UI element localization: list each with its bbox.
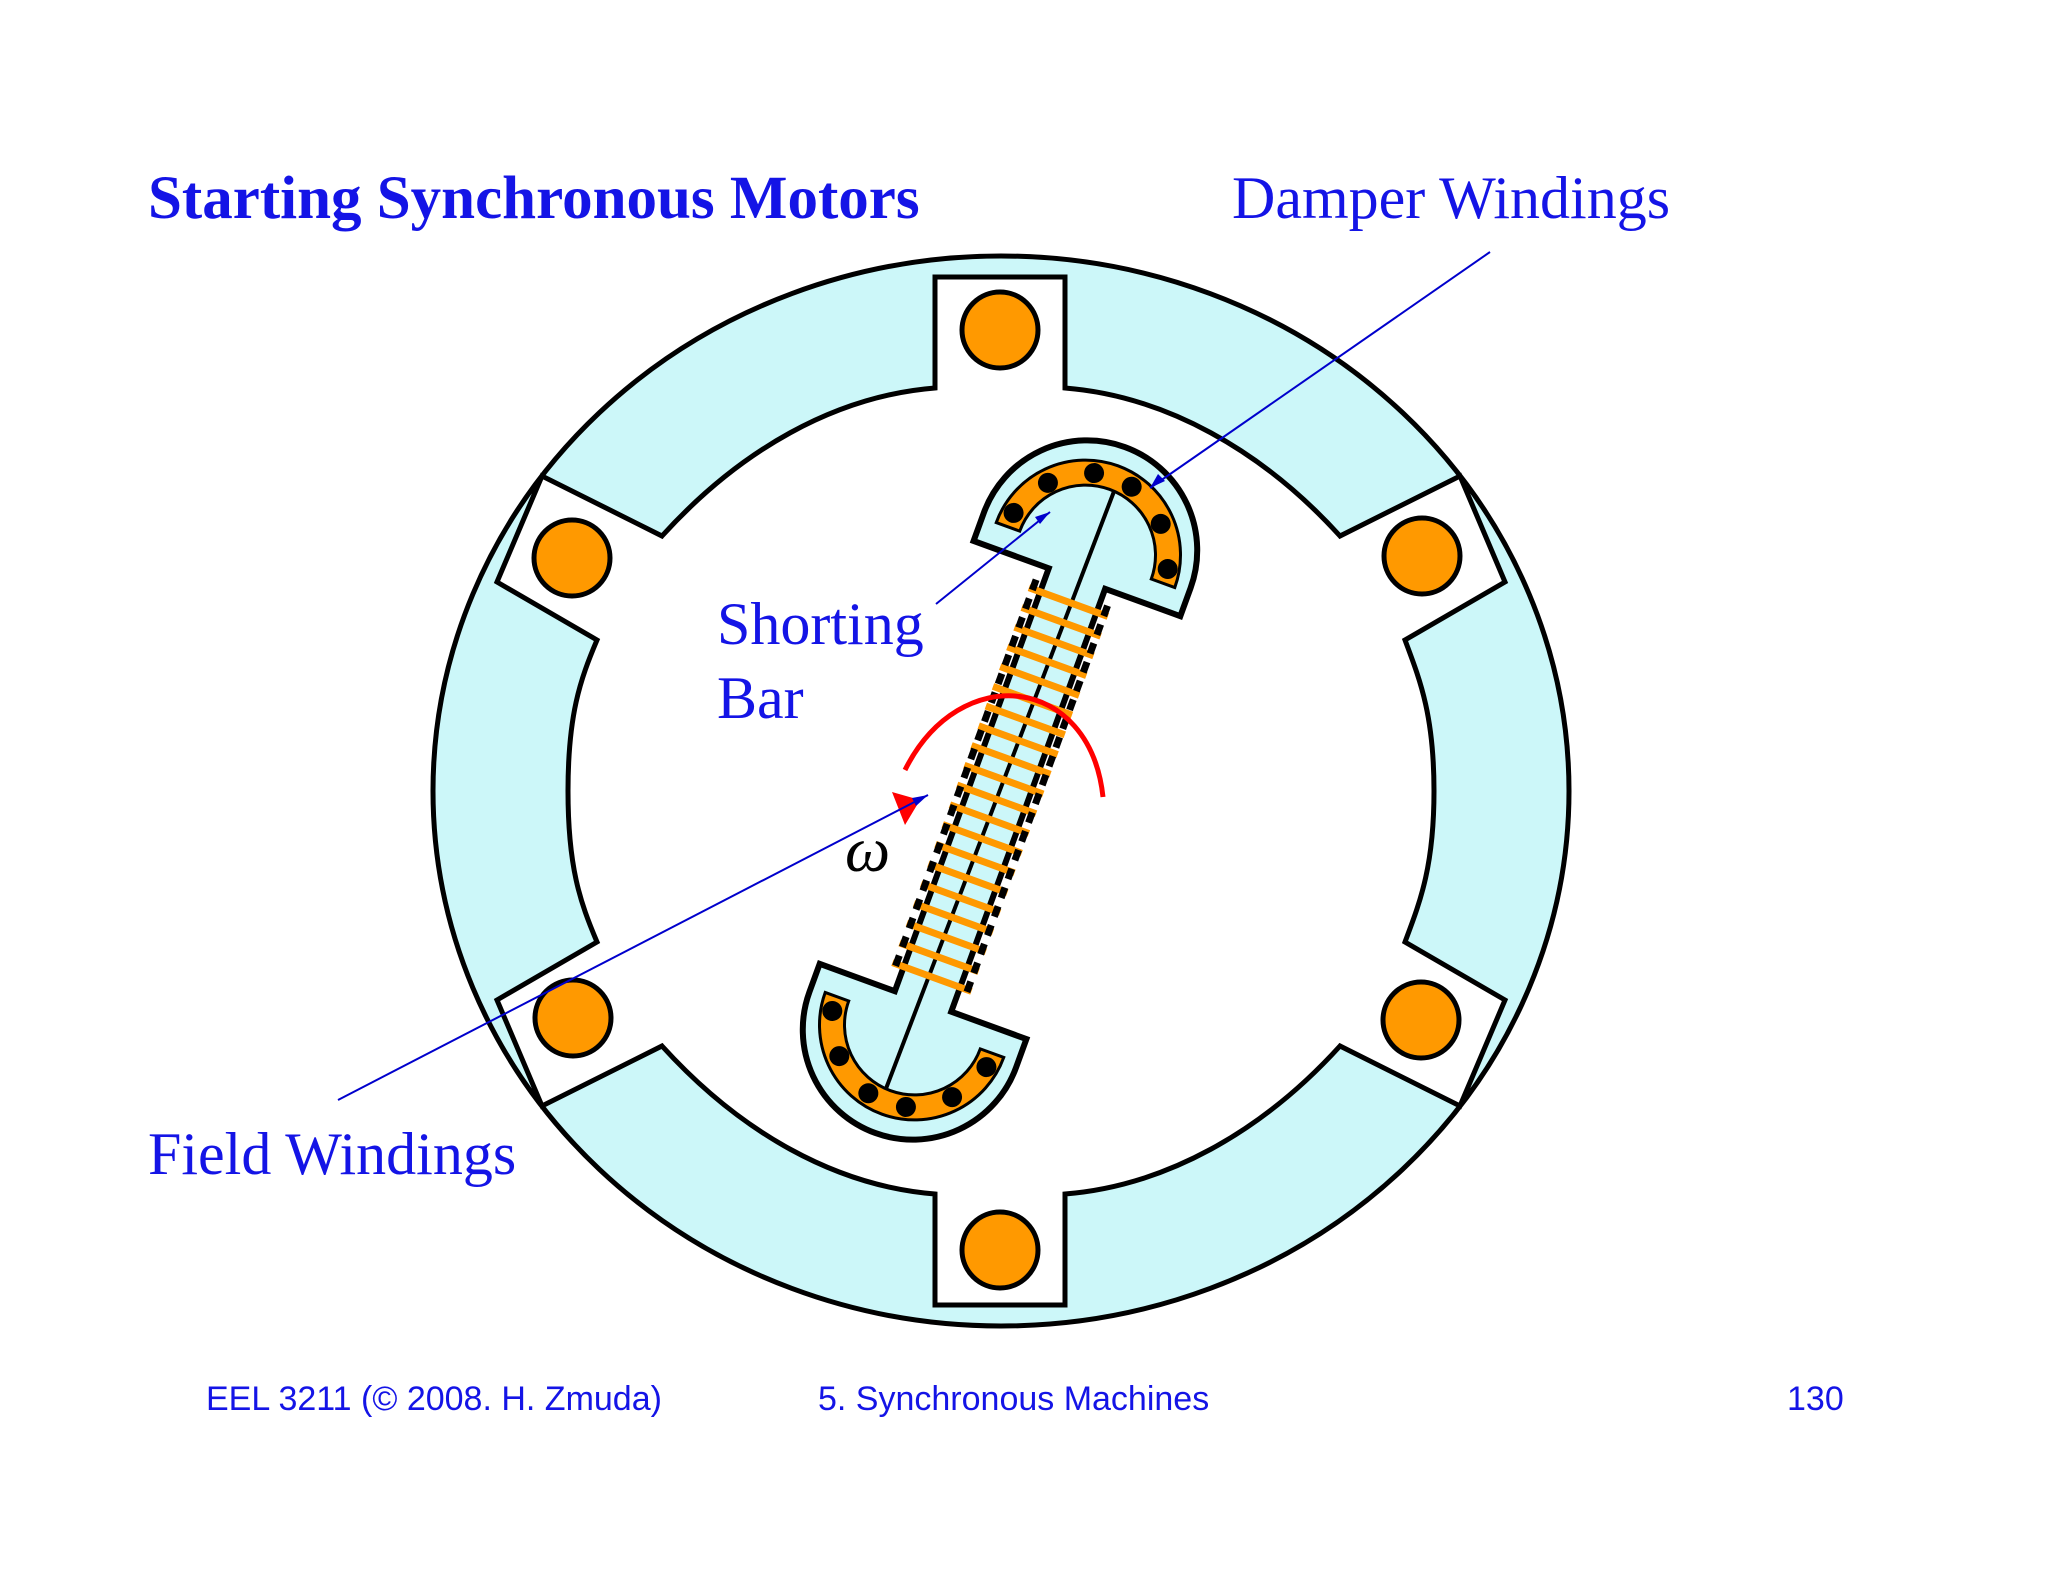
damper-bar xyxy=(1150,513,1171,534)
field-winding-turn xyxy=(1013,623,1095,660)
field-winding-turn xyxy=(905,919,987,956)
field-winding-turn xyxy=(1020,604,1102,640)
footer-page-number: 130 xyxy=(1787,1380,1844,1418)
shorting-bar-label-line1: Shorting xyxy=(717,591,924,657)
stator-conductor-bottom xyxy=(959,1209,1041,1291)
damper-bar xyxy=(1121,476,1142,497)
field-winding-turn xyxy=(1027,584,1110,620)
stator-conductors xyxy=(531,289,1463,1291)
stator-conductor-lower-left xyxy=(532,977,614,1059)
stator-ring xyxy=(430,253,1572,1329)
field-winding-turn xyxy=(898,939,980,975)
shorting-bar-leader xyxy=(935,511,1051,605)
field-winding-turn xyxy=(977,722,1059,758)
damper-bar xyxy=(1003,502,1024,523)
damper-bar xyxy=(976,1057,997,1078)
rotor xyxy=(799,437,1201,1143)
shorting-bar-leader-arrowhead xyxy=(1035,512,1050,524)
damper-bar xyxy=(1084,463,1105,484)
field-winding-turn xyxy=(963,762,1045,798)
field-winding-turn xyxy=(941,821,1023,857)
damper-windings-label: Damper Windings xyxy=(1232,165,1671,231)
rotation-arrow xyxy=(902,693,1106,798)
shorting-bar-line xyxy=(883,490,1117,1090)
field-winding-turn xyxy=(948,801,1031,837)
field-winding-turn xyxy=(891,959,973,995)
damper-bar xyxy=(858,1083,879,1104)
field-winding-edge-right xyxy=(960,604,1111,1002)
damper-bar xyxy=(1157,559,1178,580)
footer-chapter: 5. Synchronous Machines xyxy=(818,1380,1210,1418)
field-winding-edge-left xyxy=(889,578,1040,976)
field-windings-label: Field Windings xyxy=(148,1121,517,1187)
stator-conductor-top xyxy=(959,289,1041,371)
damper-bar xyxy=(942,1087,963,1108)
footer-course: EEL 3211 (© 2008. H. Zmuda) xyxy=(206,1380,662,1418)
damper-windings-leader xyxy=(1149,251,1491,489)
angular-velocity-symbol: ω xyxy=(845,814,891,885)
field-windings-leader-arrowhead xyxy=(912,795,928,806)
damper-bar xyxy=(822,1000,843,1021)
field-winding-turn xyxy=(955,781,1038,818)
field-winding-turn xyxy=(999,663,1081,699)
damper-bars xyxy=(822,463,1178,1117)
damper-windings-leader-arrowhead xyxy=(1150,474,1165,488)
damper-bar xyxy=(1037,472,1058,493)
field-winding-turn xyxy=(927,860,1009,896)
field-winding-turn xyxy=(920,880,1002,916)
field-winding-turn xyxy=(970,742,1052,778)
rotation-arrowhead xyxy=(892,792,920,825)
slide-title: Starting Synchronous Motors xyxy=(148,165,920,232)
stator-conductor-lower-right xyxy=(1380,979,1462,1061)
shorting-bar-label-line2: Bar xyxy=(717,665,804,731)
damper-bar xyxy=(829,1046,850,1067)
field-winding-turn xyxy=(1006,643,1088,679)
field-windings-leader xyxy=(337,794,929,1101)
field-winding-turn xyxy=(984,702,1066,739)
damper-bar xyxy=(895,1096,916,1117)
stator-conductor-upper-right xyxy=(1381,515,1463,597)
stator-conductor-upper-left xyxy=(531,517,613,599)
field-winding-turn xyxy=(912,900,995,936)
field-winding-turn xyxy=(934,840,1016,877)
